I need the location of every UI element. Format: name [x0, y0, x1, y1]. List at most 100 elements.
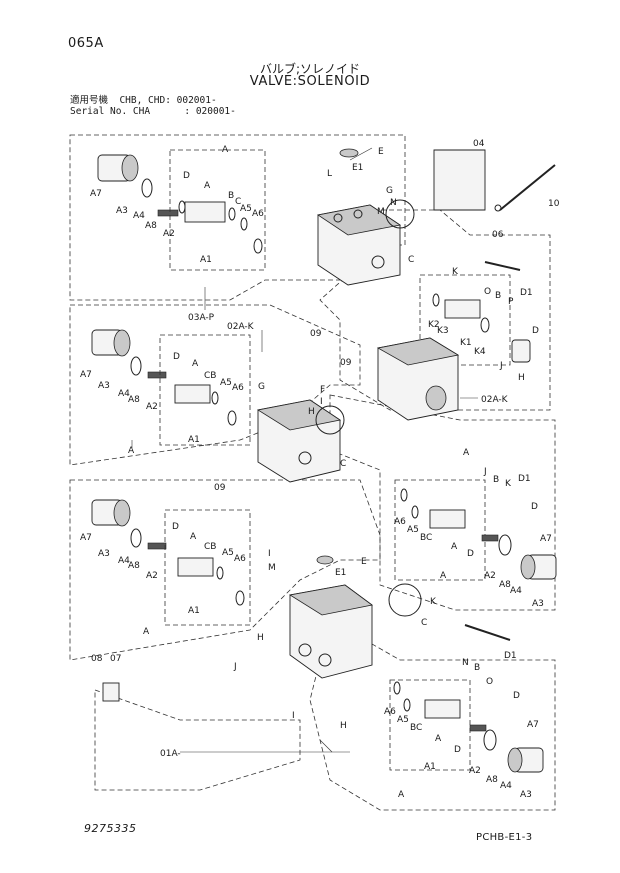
- group-outline-bottom-left: [69, 479, 381, 661]
- part-number: 9275335: [84, 822, 137, 835]
- callout: J: [499, 361, 503, 371]
- callout-labels: A7 A3 A4 A8 A2 D A B C A5 A6 A1 A 03A-P …: [80, 139, 560, 800]
- callout: O: [486, 677, 493, 687]
- cover-plate-04: [433, 149, 486, 211]
- cartridge-k-top-right: [419, 261, 531, 366]
- callout: E: [361, 557, 367, 567]
- callout: 07: [110, 654, 121, 664]
- callout: A6: [232, 383, 244, 393]
- callout: L: [327, 169, 332, 179]
- callout: 09: [340, 358, 352, 368]
- callout: A4: [133, 211, 145, 221]
- callout: D: [467, 549, 474, 559]
- callout: A: [204, 181, 211, 191]
- callout: 02A-K: [481, 395, 509, 405]
- callout: A: [222, 145, 229, 155]
- valve-body-bottom: [288, 555, 422, 679]
- leader-lines: [131, 147, 478, 753]
- callout: A2: [146, 571, 158, 581]
- callout: CB: [204, 371, 216, 381]
- callout: A4: [118, 389, 130, 399]
- callout: A5: [220, 378, 232, 388]
- callout: A1: [188, 606, 200, 616]
- callout: M: [268, 563, 276, 573]
- callout: A: [440, 571, 447, 581]
- callout: O: [484, 287, 491, 297]
- callout: K1: [460, 338, 472, 348]
- callout: 08: [91, 654, 103, 664]
- plate-H: [315, 405, 345, 435]
- callout: A3: [116, 206, 128, 216]
- callout: A1: [200, 255, 212, 265]
- callout: D: [172, 522, 179, 532]
- group-outline-mid-right: [329, 394, 556, 611]
- callout: CB: [204, 542, 216, 552]
- callout: 10: [548, 199, 560, 209]
- plunger: [157, 209, 179, 217]
- cap-E: [339, 148, 359, 158]
- callout: A5: [397, 715, 409, 725]
- callout: A2: [163, 229, 175, 239]
- callout: 09: [310, 329, 322, 339]
- title-japanese: バルブ;ソレノイド: [259, 62, 361, 76]
- callout: 02A-K: [227, 322, 255, 332]
- callout: A8: [145, 221, 157, 231]
- callout: A2: [484, 571, 496, 581]
- group-outline-bottom-chain: [94, 689, 301, 791]
- callout: A2: [146, 402, 158, 412]
- bolt-10: [499, 164, 556, 211]
- callout: H: [340, 721, 347, 731]
- callout: K: [505, 479, 512, 489]
- callout: D1: [518, 474, 531, 484]
- callout: A7: [90, 189, 102, 199]
- callout: K: [452, 267, 459, 277]
- callout: P: [508, 297, 514, 307]
- callout: A6: [234, 554, 246, 564]
- callout: H: [257, 633, 264, 643]
- callout: G: [258, 382, 265, 392]
- callout: J: [233, 662, 237, 672]
- callout: M: [377, 207, 385, 217]
- callout: J: [483, 467, 487, 477]
- callout: F: [320, 385, 325, 395]
- callout: G: [386, 186, 393, 196]
- callout: D1: [520, 288, 533, 298]
- applicability-line-2: Serial No. CHA : 020001-: [70, 106, 236, 117]
- callout: A3: [520, 790, 532, 800]
- solenoid-small: [511, 339, 531, 363]
- callout: A5: [222, 548, 234, 558]
- callout: 06: [492, 230, 504, 240]
- callout: A3: [98, 381, 110, 391]
- callout: K3: [437, 326, 449, 336]
- callout: C: [235, 197, 241, 207]
- title-english: VALVE:SOLENOID: [249, 74, 371, 89]
- callout: A: [128, 446, 135, 456]
- callout: B: [474, 663, 480, 673]
- callout: D1: [504, 651, 517, 661]
- callout: C: [340, 459, 346, 469]
- callout: A8: [128, 561, 140, 571]
- callout: BC: [410, 723, 422, 733]
- callout: A8: [486, 775, 498, 785]
- solenoid-assembly-bottom-left: [91, 499, 251, 626]
- callout: E: [378, 147, 384, 157]
- callout: A6: [394, 517, 406, 527]
- callout: K: [430, 597, 437, 607]
- callout: N: [462, 658, 469, 668]
- callout: A8: [499, 580, 511, 590]
- callout: A7: [80, 370, 92, 380]
- valve-body-mid-right: [376, 337, 460, 421]
- callout: A4: [510, 586, 522, 596]
- applicability-block: 適用号機 CHB, CHD: 002001- Serial No. CHA : …: [70, 95, 236, 117]
- callout: 09: [214, 483, 226, 493]
- group-outline-top-right: [319, 209, 551, 411]
- callout: 03A-P: [188, 313, 215, 323]
- callout: BC: [420, 533, 432, 543]
- callout: C: [408, 255, 414, 265]
- callout: A4: [118, 556, 130, 566]
- callout: D: [513, 691, 520, 701]
- callout: E1: [352, 163, 363, 173]
- solenoid-face: [121, 154, 139, 182]
- bracket-07: [102, 682, 120, 702]
